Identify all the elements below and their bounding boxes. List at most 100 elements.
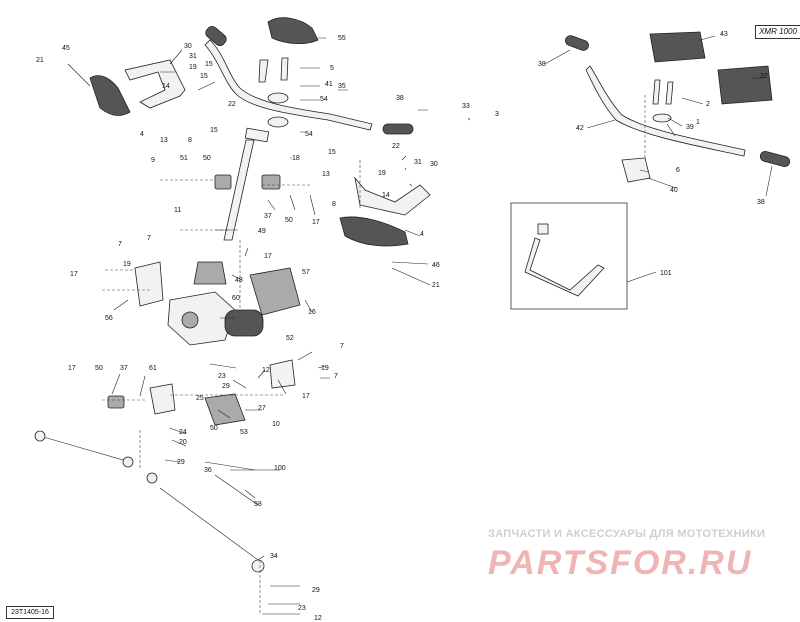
callout-21a: 21 [36,57,44,64]
callout-13a: 13 [160,137,168,144]
callout-50b: 50 [285,217,293,224]
callout-39: 39 [686,124,694,131]
pad-43 [649,31,706,63]
callout-61: 61 [149,365,157,372]
bracket-53 [204,393,246,426]
callout-48: 48 [235,277,243,284]
callout-1: 1 [696,119,700,126]
bolts-2 [652,79,674,105]
callout-54b: 54 [305,131,313,138]
callout-53: 53 [240,429,248,436]
callout-25: 25 [196,395,204,402]
tie-rod-left [39,435,131,463]
callout-17d: 17 [302,393,310,400]
callout-13b: 13 [322,171,330,178]
callout-58: 58 [254,501,262,508]
watermark-logo: PARTSFOR.RU [488,544,753,582]
callout-57: 57 [302,269,310,276]
callout-38c: 38 [757,199,765,206]
callout-4b: 4 [420,231,424,238]
callout-101: 101 [660,270,672,277]
guard-bracket-14 [124,59,186,109]
power-steering-60 [167,291,264,346]
callout-10: 10 [272,421,280,428]
callout-15d: 15 [328,149,336,156]
diagram-reference: 23T1405-16 [6,606,54,619]
callout-32: 32 [760,73,768,80]
callout-19d: 19 [321,365,329,372]
callout-7d: 7 [334,373,338,380]
callout-41: 41 [325,81,333,88]
grip-38-xmr-a-icon [565,35,589,51]
model-label: XMR 1000 [755,25,800,39]
callout-23a: 23 [218,373,226,380]
callout-50a: 50 [203,155,211,162]
callout-8b: 8 [332,201,336,208]
callout-54a: 54 [320,96,328,103]
callout-40: 40 [670,187,678,194]
cover-57 [249,267,301,316]
callout-46: 46 [432,262,440,269]
callout-12b: 12 [314,615,322,622]
callout-51: 51 [180,155,188,162]
callout-17e: 17 [68,365,76,372]
clamp-50a [261,174,281,190]
callout-17a: 17 [312,219,320,226]
callout-27: 27 [258,405,266,412]
callout-29a: 29 [222,383,230,390]
callout-22a: 22 [228,101,236,108]
callout-38a: 38 [396,95,404,102]
washer-54 [267,92,289,104]
callout-35: 35 [338,83,346,90]
callout-15c: 15 [210,127,218,134]
callout-37b: 37 [120,365,128,372]
callout-11: 11 [174,207,181,214]
callout-15a: 15 [205,61,213,68]
callout-31a: 31 [189,53,197,60]
watermark-headline: ЗАПЧАСТИ И АКСЕССУАРЫ ДЛЯ МОТОТЕХНИКИ [488,528,766,540]
callout-49: 49 [258,228,266,235]
handlebar-35 [204,25,414,135]
callout-19c: 19 [378,170,386,177]
pitman-61 [149,383,176,415]
callout-52: 52 [286,335,294,342]
steering-column-49 [223,127,270,241]
callout-20: 20 [179,439,187,446]
callout-30a: 30 [184,43,192,50]
callout-9: 9 [151,157,155,164]
callout-8a: 8 [188,137,192,144]
support-56 [134,261,164,307]
callout-50c: 50 [95,365,103,372]
boot-48 [193,261,227,285]
hand-guard-45 [89,75,131,116]
clamp-50b [214,174,232,190]
pad-32 [717,65,773,105]
washer-54b [267,116,289,128]
callout-16: 16 [308,309,316,316]
callout-14a: 14 [162,83,170,90]
callout-19a: 19 [189,64,197,71]
callout-5: 5 [330,65,334,72]
callout-34: 34 [270,553,278,560]
callout-38b: 38 [538,61,546,68]
callout-55: 55 [338,35,346,42]
callout-17b: 17 [264,253,272,260]
bracket-52 [269,359,296,389]
callout-14b: 14 [382,192,390,199]
callout-30b: 30 [430,161,438,168]
callout-19b: 19 [123,261,131,268]
hand-guard-46 [339,216,409,247]
callout-2: 2 [706,101,710,108]
guard-bracket-13 [354,176,431,216]
callout-18: 18 [292,155,300,162]
clamp-39 [652,113,672,123]
handlebar-pad-55 [267,17,319,44]
callout-7a: 7 [118,241,122,248]
callout-3: 3 [495,111,499,118]
callout-42: 42 [576,125,584,132]
callout-43: 43 [720,31,728,38]
clamp-40 [621,157,651,183]
callout-29b: 29 [177,459,185,466]
